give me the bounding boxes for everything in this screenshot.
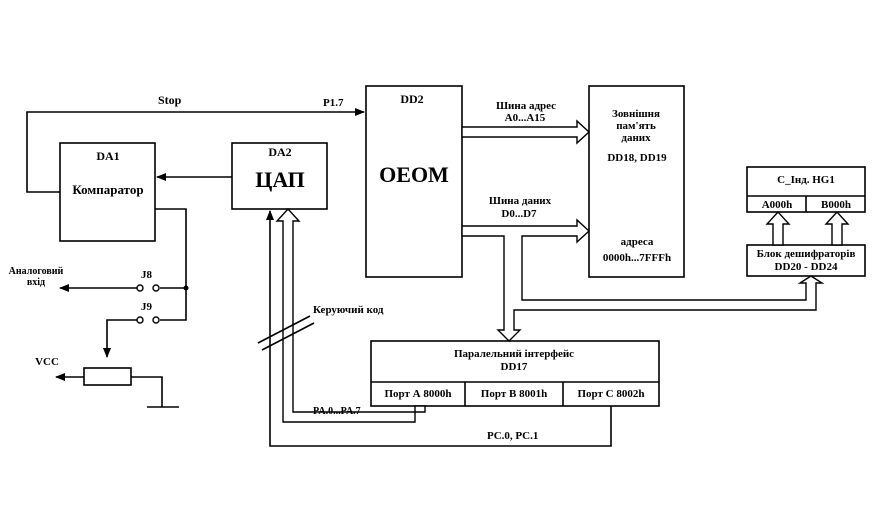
port-b-label: Порт B 8001h: [481, 388, 547, 400]
decoder-block: Блок дешифраторів DD20 - DD24: [746, 244, 866, 277]
ext-memory-addr-label: адреса: [621, 236, 654, 248]
decoder-line2: DD20 - DD24: [775, 261, 838, 273]
comparator-block: DA1 Компаратор: [59, 142, 156, 242]
port-c-label: Порт C 8002h: [578, 388, 645, 400]
port-c-line: PC.0, PC.1: [266, 210, 612, 447]
indicator-title: С_Інд. HG1: [777, 174, 835, 186]
analog-input-label-2: вхід: [27, 277, 45, 288]
input-circuit: J8 Аналоговий вхід J9 VCC: [9, 208, 189, 408]
potentiometer: [83, 367, 132, 386]
ext-memory-addr-range: 0000h...7FFFh: [603, 252, 671, 264]
analog-input-label-1: Аналоговий: [9, 266, 64, 277]
control-code-label: Керуючий код: [313, 304, 384, 316]
indicator-addr-b000: B000h: [821, 199, 851, 211]
address-bus-label: Шина адрес: [496, 100, 556, 112]
mcu-block: DD2 ОЕОМ: [365, 85, 463, 278]
j9-contact-right: [152, 316, 160, 324]
ext-memory-line1: Зовнішня: [612, 108, 660, 120]
parallel-interface-block: Паралельний інтерфейс DD17 Порт А 8000h …: [370, 340, 660, 407]
decoder-to-indicator-arrow-2: [824, 210, 850, 246]
ext-memory-refs: DD18, DD19: [607, 152, 667, 164]
mcu-ref: DD2: [400, 92, 423, 106]
indicator-block: С_Інд. HG1 A000h B000h: [746, 166, 866, 213]
j8-contact-left: [136, 284, 144, 292]
comparator-ref: DA1: [96, 149, 119, 163]
ext-memory-line3: даних: [621, 132, 651, 144]
dac-block: DA2 ЦАП: [231, 142, 328, 210]
pa-label: PA.0...PA.7: [313, 406, 361, 417]
decoder-line1: Блок дешифраторів: [757, 248, 856, 260]
indicator-addr-a000: A000h: [762, 199, 793, 211]
j8-label: J8: [141, 269, 153, 281]
stop-signal-line: Stop P1.7: [26, 93, 365, 193]
dac-ref: DA2: [268, 145, 291, 159]
comparator-label: Компаратор: [72, 182, 143, 197]
data-bus-label: Шина даних: [489, 195, 552, 207]
address-bus: Шина адрес A0...A15: [461, 100, 591, 145]
data-bus: Шина даних D0...D7: [461, 195, 825, 342]
stop-label: Stop: [158, 93, 182, 107]
j9-contact-left: [136, 316, 144, 324]
p17-label: P1.7: [323, 97, 344, 109]
j8-contact-right: [152, 284, 160, 292]
parallel-interface-title: Паралельний інтерфейс: [454, 348, 574, 360]
mcu-label: ОЕОМ: [379, 162, 449, 187]
j9-label: J9: [141, 301, 153, 313]
parallel-interface-ref: DD17: [501, 361, 528, 373]
ext-memory-block: Зовнішня пам'ять даних DD18, DD19 адреса…: [588, 85, 685, 278]
port-a-label: Порт А 8000h: [385, 388, 452, 400]
decoder-to-indicator-arrow-1: [765, 210, 791, 246]
control-code-bus: PA.0...PA.7 Керуючий код: [257, 207, 426, 423]
address-bus-range: A0...A15: [505, 112, 546, 124]
pc-label: PC.0, PC.1: [487, 430, 538, 442]
data-bus-range: D0...D7: [501, 208, 537, 220]
vcc-label: VCC: [35, 356, 59, 368]
dac-label: ЦАП: [255, 167, 305, 192]
ext-memory-line2: пам'ять: [616, 120, 656, 132]
